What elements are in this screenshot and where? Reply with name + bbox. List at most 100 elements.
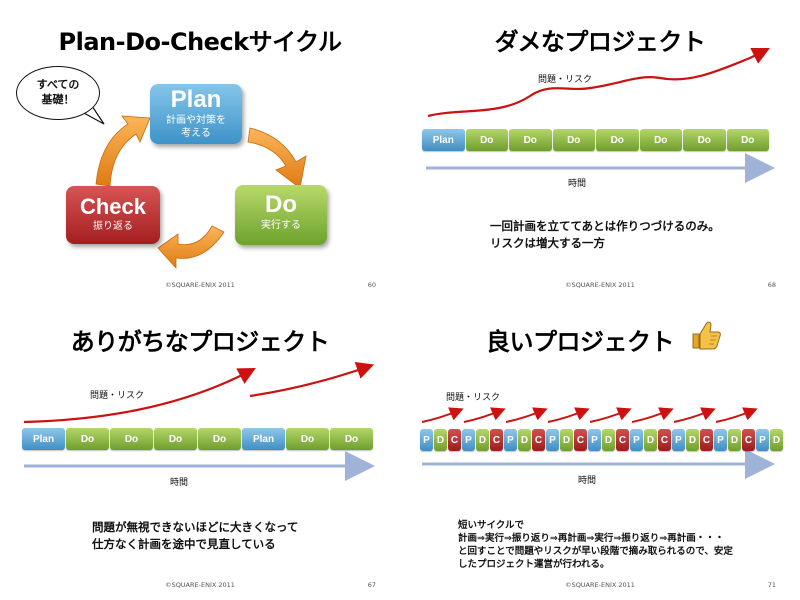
description-line-2: 計画⇒実行⇒振り返り⇒再計画⇒実行⇒振り返り⇒再計画・・・ <box>458 533 725 544</box>
speech-bubble: すべての 基礎！ <box>16 66 100 120</box>
risk-mini-arrow <box>715 407 758 423</box>
timeline-block-plan: Plan <box>422 129 465 151</box>
slide-page-number: 67 <box>367 581 376 589</box>
time-label: 時間 <box>170 478 189 488</box>
description-line-2: リスクは増大する一方 <box>490 236 605 250</box>
slide-page-number: 60 <box>367 281 376 289</box>
timeline-block-p: P <box>588 429 601 451</box>
slide-page-number: 68 <box>767 281 776 289</box>
timeline-block-d: D <box>476 429 489 451</box>
plan-label: Plan <box>170 86 222 113</box>
check-box: Check 振り返る <box>66 186 160 244</box>
timeline-block-do: Do <box>683 129 726 151</box>
timeline-block-d: D <box>434 429 447 451</box>
time-label: 時間 <box>568 179 587 189</box>
timeline-block-d: D <box>644 429 657 451</box>
risk-mini-arrow <box>505 407 548 423</box>
arrow-plan-to-do <box>247 127 307 189</box>
risk-mini-arrow <box>421 407 464 423</box>
risk-label: 問題・リスク <box>538 75 593 85</box>
do-label: Do <box>265 191 297 218</box>
timeline-block-do: Do <box>154 428 197 450</box>
timeline-block-p: P <box>672 429 685 451</box>
timeline-block-c: C <box>490 429 503 451</box>
timeline-block-p: P <box>504 429 517 451</box>
timeline-block-c: C <box>616 429 629 451</box>
slide-footer: ©SQUARE-ENIX 2011 <box>165 581 235 589</box>
slide-title: ありがちなプロジェクト <box>70 328 330 356</box>
timeline-block-do: Do <box>198 428 241 450</box>
risk-mini-arrow <box>673 407 716 423</box>
risk-mini-arrow <box>463 407 506 423</box>
timeline-block-p: P <box>714 429 727 451</box>
timeline-block-d: D <box>686 429 699 451</box>
timeline-block-plan: Plan <box>242 428 285 450</box>
timeline-block-c: C <box>532 429 545 451</box>
description-line-4: したプロジェクト運営が行われる。 <box>458 559 610 570</box>
slide-description: 短いサイクルで 計画⇒実行⇒振り返り⇒再計画⇒実行⇒振り返り⇒再計画・・・ と回… <box>458 519 733 571</box>
risk-and-time-arrows <box>23 362 375 481</box>
timeline-block-c: C <box>700 429 713 451</box>
timeline-block-c: C <box>448 429 461 451</box>
timeline-block-c: C <box>658 429 671 451</box>
timeline-block-do: Do <box>286 428 329 450</box>
timeline-block-plan: Plan <box>22 428 65 450</box>
cycle-arrows <box>80 105 307 270</box>
timeline-block-do: Do <box>66 428 109 450</box>
risk-curve-2 <box>249 362 375 398</box>
do-sub: 実行する <box>261 220 301 231</box>
risk-and-time-arrows <box>426 48 775 183</box>
slide-footer: ©SQUARE-ENIX 2011 <box>565 581 635 589</box>
risk-mini-arrow <box>589 407 632 423</box>
slide-description: 一回計画を立ててあとは作りつづけるのみ。 リスクは増大する一方 <box>490 218 720 252</box>
risk-curve-1 <box>23 367 256 424</box>
slide-footer: ©SQUARE-ENIX 2011 <box>165 281 235 289</box>
timeline-block-do: Do <box>639 129 682 151</box>
time-label: 時間 <box>578 476 597 486</box>
timeline-block-do: Do <box>110 428 153 450</box>
description-line-1: 短いサイクルで <box>458 520 525 531</box>
risk-label: 問題・リスク <box>90 391 145 401</box>
plan-sub-1: 計画や対策を <box>166 115 226 126</box>
timeline-block-do: Do <box>465 129 508 151</box>
timeline-block-do: Do <box>330 428 373 450</box>
check-sub: 振り返る <box>93 221 133 232</box>
timeline-block-do: Do <box>552 129 595 151</box>
slide-pdc-cycle: Plan-Do-Checkサイクル すべての 基礎！ Plan 計画や対策を 考… <box>0 0 400 300</box>
plan-sub-2: 考える <box>181 128 211 139</box>
risk-label: 問題・リスク <box>446 393 501 403</box>
do-box: Do 実行する <box>235 185 327 245</box>
timeline-block-p: P <box>546 429 559 451</box>
slide-page-number: 71 <box>767 581 776 589</box>
risk-mini-arrow <box>547 407 590 423</box>
description-line-1: 一回計画を立ててあとは作りつづけるのみ。 <box>490 219 720 233</box>
slide-title: ダメなプロジェクト <box>494 28 706 56</box>
timeline-block-d: D <box>602 429 615 451</box>
arrow-check-to-plan <box>95 115 151 187</box>
plan-box: Plan 計画や対策を 考える <box>150 84 242 144</box>
timeline-block-do: Do <box>509 129 552 151</box>
timeline-block-d: D <box>770 429 783 451</box>
timeline-block-p: P <box>630 429 643 451</box>
description-line-3: と回すことで問題やリスクが早い段階で摘み取られるので、安定 <box>458 546 733 557</box>
timeline-block-do: Do <box>726 129 769 151</box>
description-line-1: 問題が無視できないほどに大きくなって <box>92 520 299 534</box>
bubble-text-2: 基礎！ <box>41 93 75 106</box>
check-label: Check <box>79 194 147 219</box>
slide-footer: ©SQUARE-ENIX 2011 <box>565 281 635 289</box>
risk-and-time-arrows <box>421 407 775 479</box>
timeline-block-p: P <box>420 429 433 451</box>
timeline-block-d: D <box>560 429 573 451</box>
timeline-block-c: C <box>742 429 755 451</box>
bubble-text-1: すべての <box>36 78 80 91</box>
arrow-do-to-check <box>157 225 225 270</box>
timeline-block-c: C <box>574 429 587 451</box>
timeline-block-d: D <box>518 429 531 451</box>
timeline-block-do: Do <box>596 129 639 151</box>
